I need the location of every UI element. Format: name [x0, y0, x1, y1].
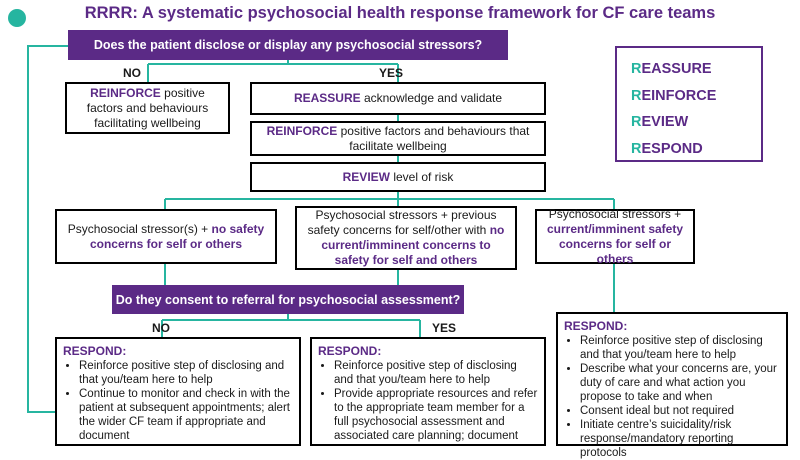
respond-heading: RESPOND: — [63, 344, 127, 358]
legend-item-reassure: REASSURE — [631, 61, 712, 77]
respond-list: Reinforce positive step of disclosing an… — [564, 334, 780, 460]
respond-item: Continue to monitor and check in with th… — [79, 387, 293, 443]
respond-item: Reinforce positive step of disclosing an… — [79, 359, 293, 387]
legend-item-reinforce: REINFORCE — [631, 87, 717, 104]
rrrr-legend: REASSURE REINFORCE REVIEW RESPOND — [615, 46, 763, 162]
risk-box-current-concerns-keyword: current/imminent safety concerns for sel… — [546, 221, 684, 266]
loop-back-line — [27, 45, 68, 413]
no-reinforce-box: REINFORCE positive factors and behaviour… — [65, 82, 230, 134]
reinforce-box: REINFORCE positive factors and behaviour… — [250, 121, 546, 156]
flow-connectors — [27, 45, 615, 413]
q2-no-label: NO — [152, 321, 170, 335]
risk-box-current-concerns-text: Psychosocial stressors + — [548, 206, 682, 221]
respond-heading: RESPOND: — [564, 319, 628, 333]
risk-box-previous-concerns: Psychosocial stressors + previous safety… — [295, 206, 517, 270]
review-text: level of risk — [389, 169, 454, 184]
risk-box-current-concerns: Psychosocial stressors + current/imminen… — [535, 206, 695, 266]
reinforce-text: positive factors and behaviours that fac… — [337, 123, 530, 153]
respond-list: Reinforce positive step of disclosing an… — [318, 359, 538, 443]
q1-no-label: NO — [123, 66, 141, 80]
legend-item-review: REVIEW — [631, 114, 689, 130]
respond-box-no-consent: RESPOND: Reinforce positive step of disc… — [55, 337, 301, 446]
respond-item: Reinforce positive step of disclosing an… — [580, 334, 780, 362]
reinforce-keyword: REINFORCE — [266, 123, 338, 138]
respond-box-imminent-risk: RESPOND: Reinforce positive step of disc… — [556, 312, 788, 459]
respond-box-consent: RESPOND: Reinforce positive step of disc… — [310, 337, 546, 446]
respond-item: Provide appropriate resources and refer … — [334, 387, 538, 443]
respond-item: Reinforce positive step of disclosing an… — [334, 359, 538, 387]
q1-yes-label: YES — [379, 66, 404, 80]
page-title: RRRR: A systematic psychosocial health r… — [84, 4, 716, 22]
review-keyword: REVIEW — [342, 169, 390, 184]
respond-heading: RESPOND: — [318, 344, 382, 358]
respond-item: Describe what your concerns are, your du… — [580, 362, 780, 404]
teal-dot-icon — [8, 9, 26, 27]
reassure-box: REASSURE acknowledge and validate — [250, 82, 546, 115]
risk-box-no-concerns-keyword: no safety concerns for self or others — [89, 221, 265, 251]
reassure-keyword: REASSURE — [293, 91, 361, 105]
no-reinforce-text: positive factors and behaviours facilita… — [86, 85, 209, 130]
review-box: REVIEW level of risk — [250, 162, 546, 192]
question-consent-referral: Do they consent to referral for psychoso… — [112, 285, 464, 314]
risk-box-previous-concerns-text: Psychosocial stressors + previous safety… — [307, 208, 497, 237]
respond-list: Reinforce positive step of disclosing an… — [63, 359, 293, 443]
legend-item-respond: RESPOND — [631, 140, 703, 157]
risk-box-no-concerns: Psychosocial stressor(s) + no safety con… — [55, 209, 277, 264]
risk-box-previous-concerns-keyword: no current/imminent concerns to safety f… — [321, 223, 505, 267]
q2-yes-label: YES — [432, 321, 457, 335]
respond-item: Consent ideal but not required — [580, 404, 780, 418]
reassure-text: acknowledge and validate — [360, 91, 503, 105]
respond-item: Initiate centre’s suicidality/risk respo… — [580, 418, 780, 460]
question-disclose-stressors: Does the patient disclose or display any… — [68, 30, 508, 60]
no-reinforce-keyword: REINFORCE — [90, 85, 161, 100]
risk-box-no-concerns-text: Psychosocial stressor(s) + — [67, 221, 212, 236]
